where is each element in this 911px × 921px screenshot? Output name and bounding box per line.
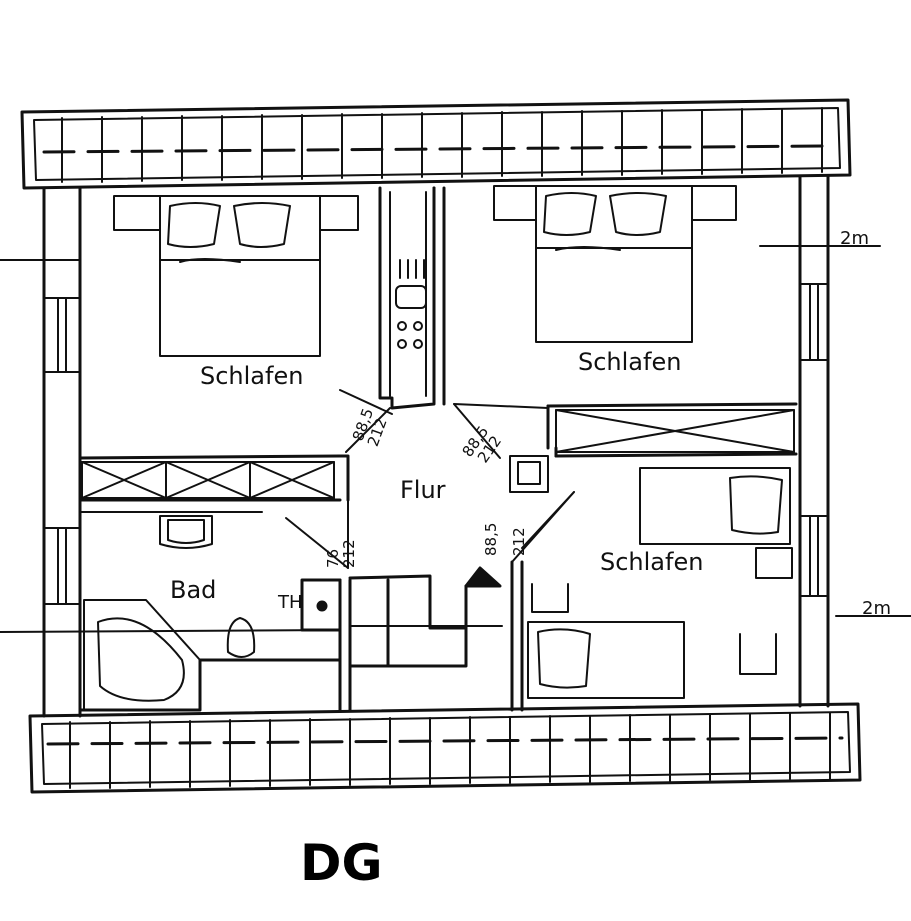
room-label-schlafen-top-left: Schlafen	[200, 362, 303, 390]
wardrobe-top-right	[555, 409, 795, 453]
outer-walls	[42, 174, 830, 718]
scale-label-top: 2m	[840, 228, 869, 249]
scale-label-bottom: 2m	[862, 598, 891, 619]
floor-title: DG	[300, 834, 383, 892]
room-label-schlafen-top-right: Schlafen	[578, 348, 681, 376]
door-dim-bad-height: 212	[340, 539, 358, 568]
bed-top-left	[113, 195, 359, 357]
door-dim-bottom-right-width: 88,5	[482, 523, 500, 556]
room-label-flur: Flur	[400, 476, 446, 504]
bed-top-right	[493, 185, 737, 343]
roof-band-bottom	[28, 702, 862, 794]
scale-lines	[0, 245, 911, 633]
door-dim-bad: 76 212	[324, 539, 358, 568]
door-dim-bottom-right-height: 212	[510, 527, 528, 556]
label-th: TH	[277, 592, 303, 613]
roof-band-top	[20, 98, 852, 190]
room-label-bad: Bad	[170, 576, 216, 604]
door-dim-top-left: 88,5 212	[349, 406, 391, 449]
door-dim-bottom-right: 88,5 212	[482, 523, 528, 556]
door-dim-bad-width: 76	[324, 549, 342, 568]
room-label-schlafen-bottom-right: Schlafen	[600, 548, 703, 576]
bathtub	[83, 599, 201, 711]
door-dim-top-right: 88,5 212	[459, 423, 506, 467]
toilet	[226, 617, 256, 658]
door-swings	[285, 389, 575, 569]
wardrobe-top-left	[81, 461, 335, 499]
heater-dot	[316, 600, 328, 612]
bed-bottom-right	[527, 467, 793, 699]
sink	[159, 515, 213, 549]
stove	[395, 259, 427, 349]
chimney	[509, 455, 549, 493]
